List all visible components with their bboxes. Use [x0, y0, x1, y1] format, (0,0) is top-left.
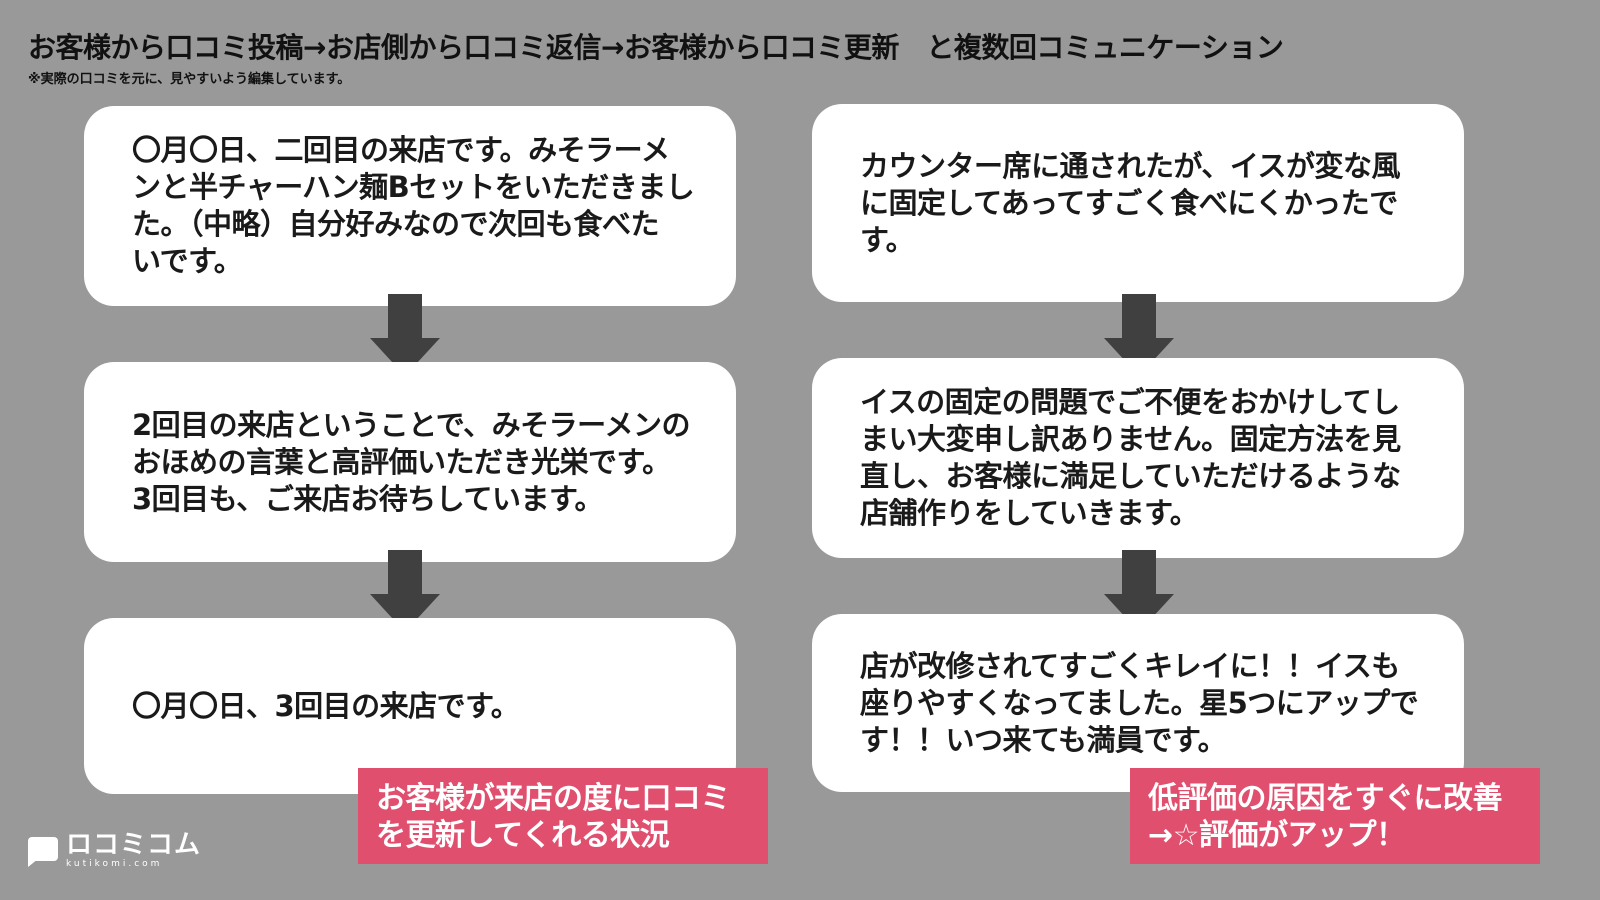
review-card-first-visit: 〇月〇日、二回目の来店です。みそラーメ ンと半チャーハン麺Bセットをいただきまし…: [84, 106, 736, 306]
review-card-third-visit: 〇月〇日、3回目の来店です。: [84, 618, 736, 794]
brand-logo: ロコミコム kutikomi.com: [28, 832, 201, 870]
card-text: 2回目の来店ということで、みそラーメンの おほめの言葉と高評価いただき光栄です。…: [132, 407, 691, 516]
editorial-note: ※実際の口コミを元に、見やすいよう編集しています。: [28, 72, 351, 87]
callout-right: 低評価の原因をすぐに改善 →☆評価がアップ！: [1130, 768, 1540, 864]
chat-bubble-icon: [28, 837, 58, 867]
reply-card-apology: イスの固定の問題でご不便をおかけしてし まい大変申し訳ありません。固定方法を見 …: [812, 358, 1464, 558]
review-card-complaint: カウンター席に通されたが、イスが変な風 に固定してあってすごく食べにくかったで …: [812, 104, 1464, 302]
callout-left: お客様が来店の度に口コミ を更新してくれる状況: [358, 768, 768, 864]
logo-domain: kutikomi.com: [66, 859, 163, 869]
card-text: イスの固定の問題でご不便をおかけしてし まい大変申し訳ありません。固定方法を見 …: [860, 385, 1401, 530]
page-title: お客様から口コミ投稿→お店側から口コミ返信→お客様から口コミ更新 と複数回コミュ…: [28, 31, 1284, 64]
card-text: カウンター席に通されたが、イスが変な風 に固定してあってすごく食べにくかったで …: [860, 148, 1401, 257]
review-card-updated: 店が改修されてすごくキレイに！！イスも 座りやすくなってました。星5つにアップで…: [812, 614, 1464, 792]
reply-card-store: 2回目の来店ということで、みそラーメンの おほめの言葉と高評価いただき光栄です。…: [84, 362, 736, 562]
card-text: 〇月〇日、3回目の来店です。: [132, 688, 520, 723]
card-text: 店が改修されてすごくキレイに！！イスも 座りやすくなってました。星5つにアップで…: [860, 648, 1419, 757]
card-text: 〇月〇日、二回目の来店です。みそラーメ ンと半チャーハン麺Bセットをいただきまし…: [132, 133, 695, 278]
logo-name: ロコミコム: [66, 830, 202, 860]
